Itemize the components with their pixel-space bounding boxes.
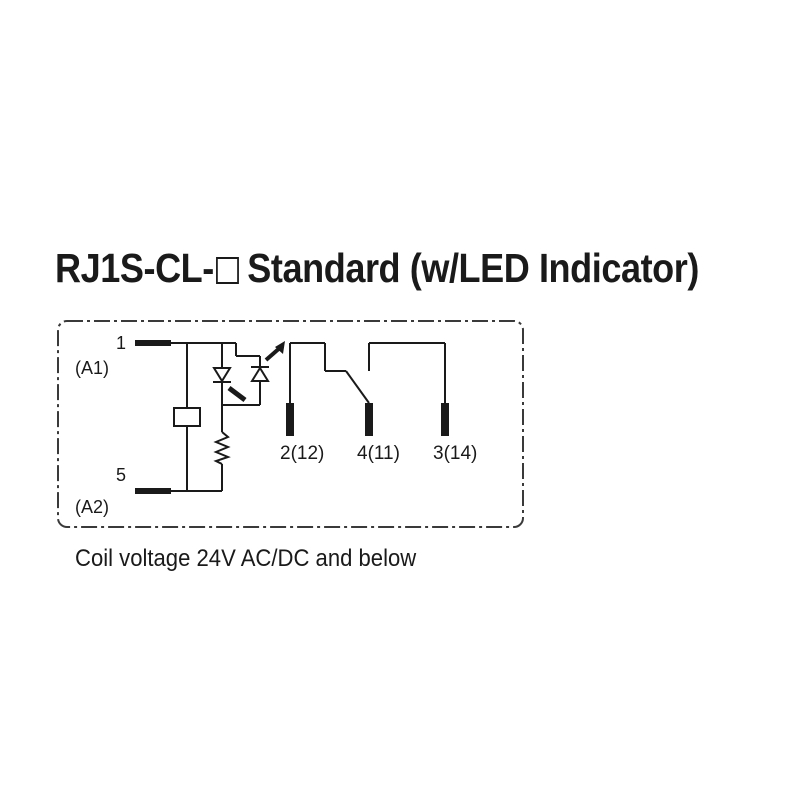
diode-icon [212,367,232,383]
terminal-5-pin [135,488,171,494]
coil-voltage-caption: Coil voltage 24V AC/DC and below [75,545,417,572]
terminal-4-label: 4(11) [357,443,400,464]
resistor-icon [213,431,231,465]
coil-icon [173,407,201,427]
diagram-title: RJ1S-CL- Standard (w/LED Indicator) [55,248,699,289]
relay-enclosure [57,320,524,528]
terminal-5-number: 5 [116,465,126,485]
terminal-2-pin [286,403,294,436]
title-suffix: Standard (w/LED Indicator) [247,245,699,291]
terminal-1-number: 1 [116,333,126,353]
terminal-3-label: 3(14) [433,443,477,464]
terminal-4-pin [365,403,373,436]
terminal-3-pin [441,403,449,436]
photo-receiver-icon [227,386,247,402]
coil-circuit [135,342,446,492]
terminal-1-pin [135,340,171,346]
led-icon [250,366,270,382]
title-prefix: RJ1S-CL- [55,245,214,291]
terminal-1-alias: (A1) [75,358,109,378]
terminal-2-label: 2(12) [280,443,324,464]
model-placeholder-box [215,257,239,284]
light-emission-arrow-icon [264,341,285,362]
terminal-5-alias: (A2) [75,497,109,517]
